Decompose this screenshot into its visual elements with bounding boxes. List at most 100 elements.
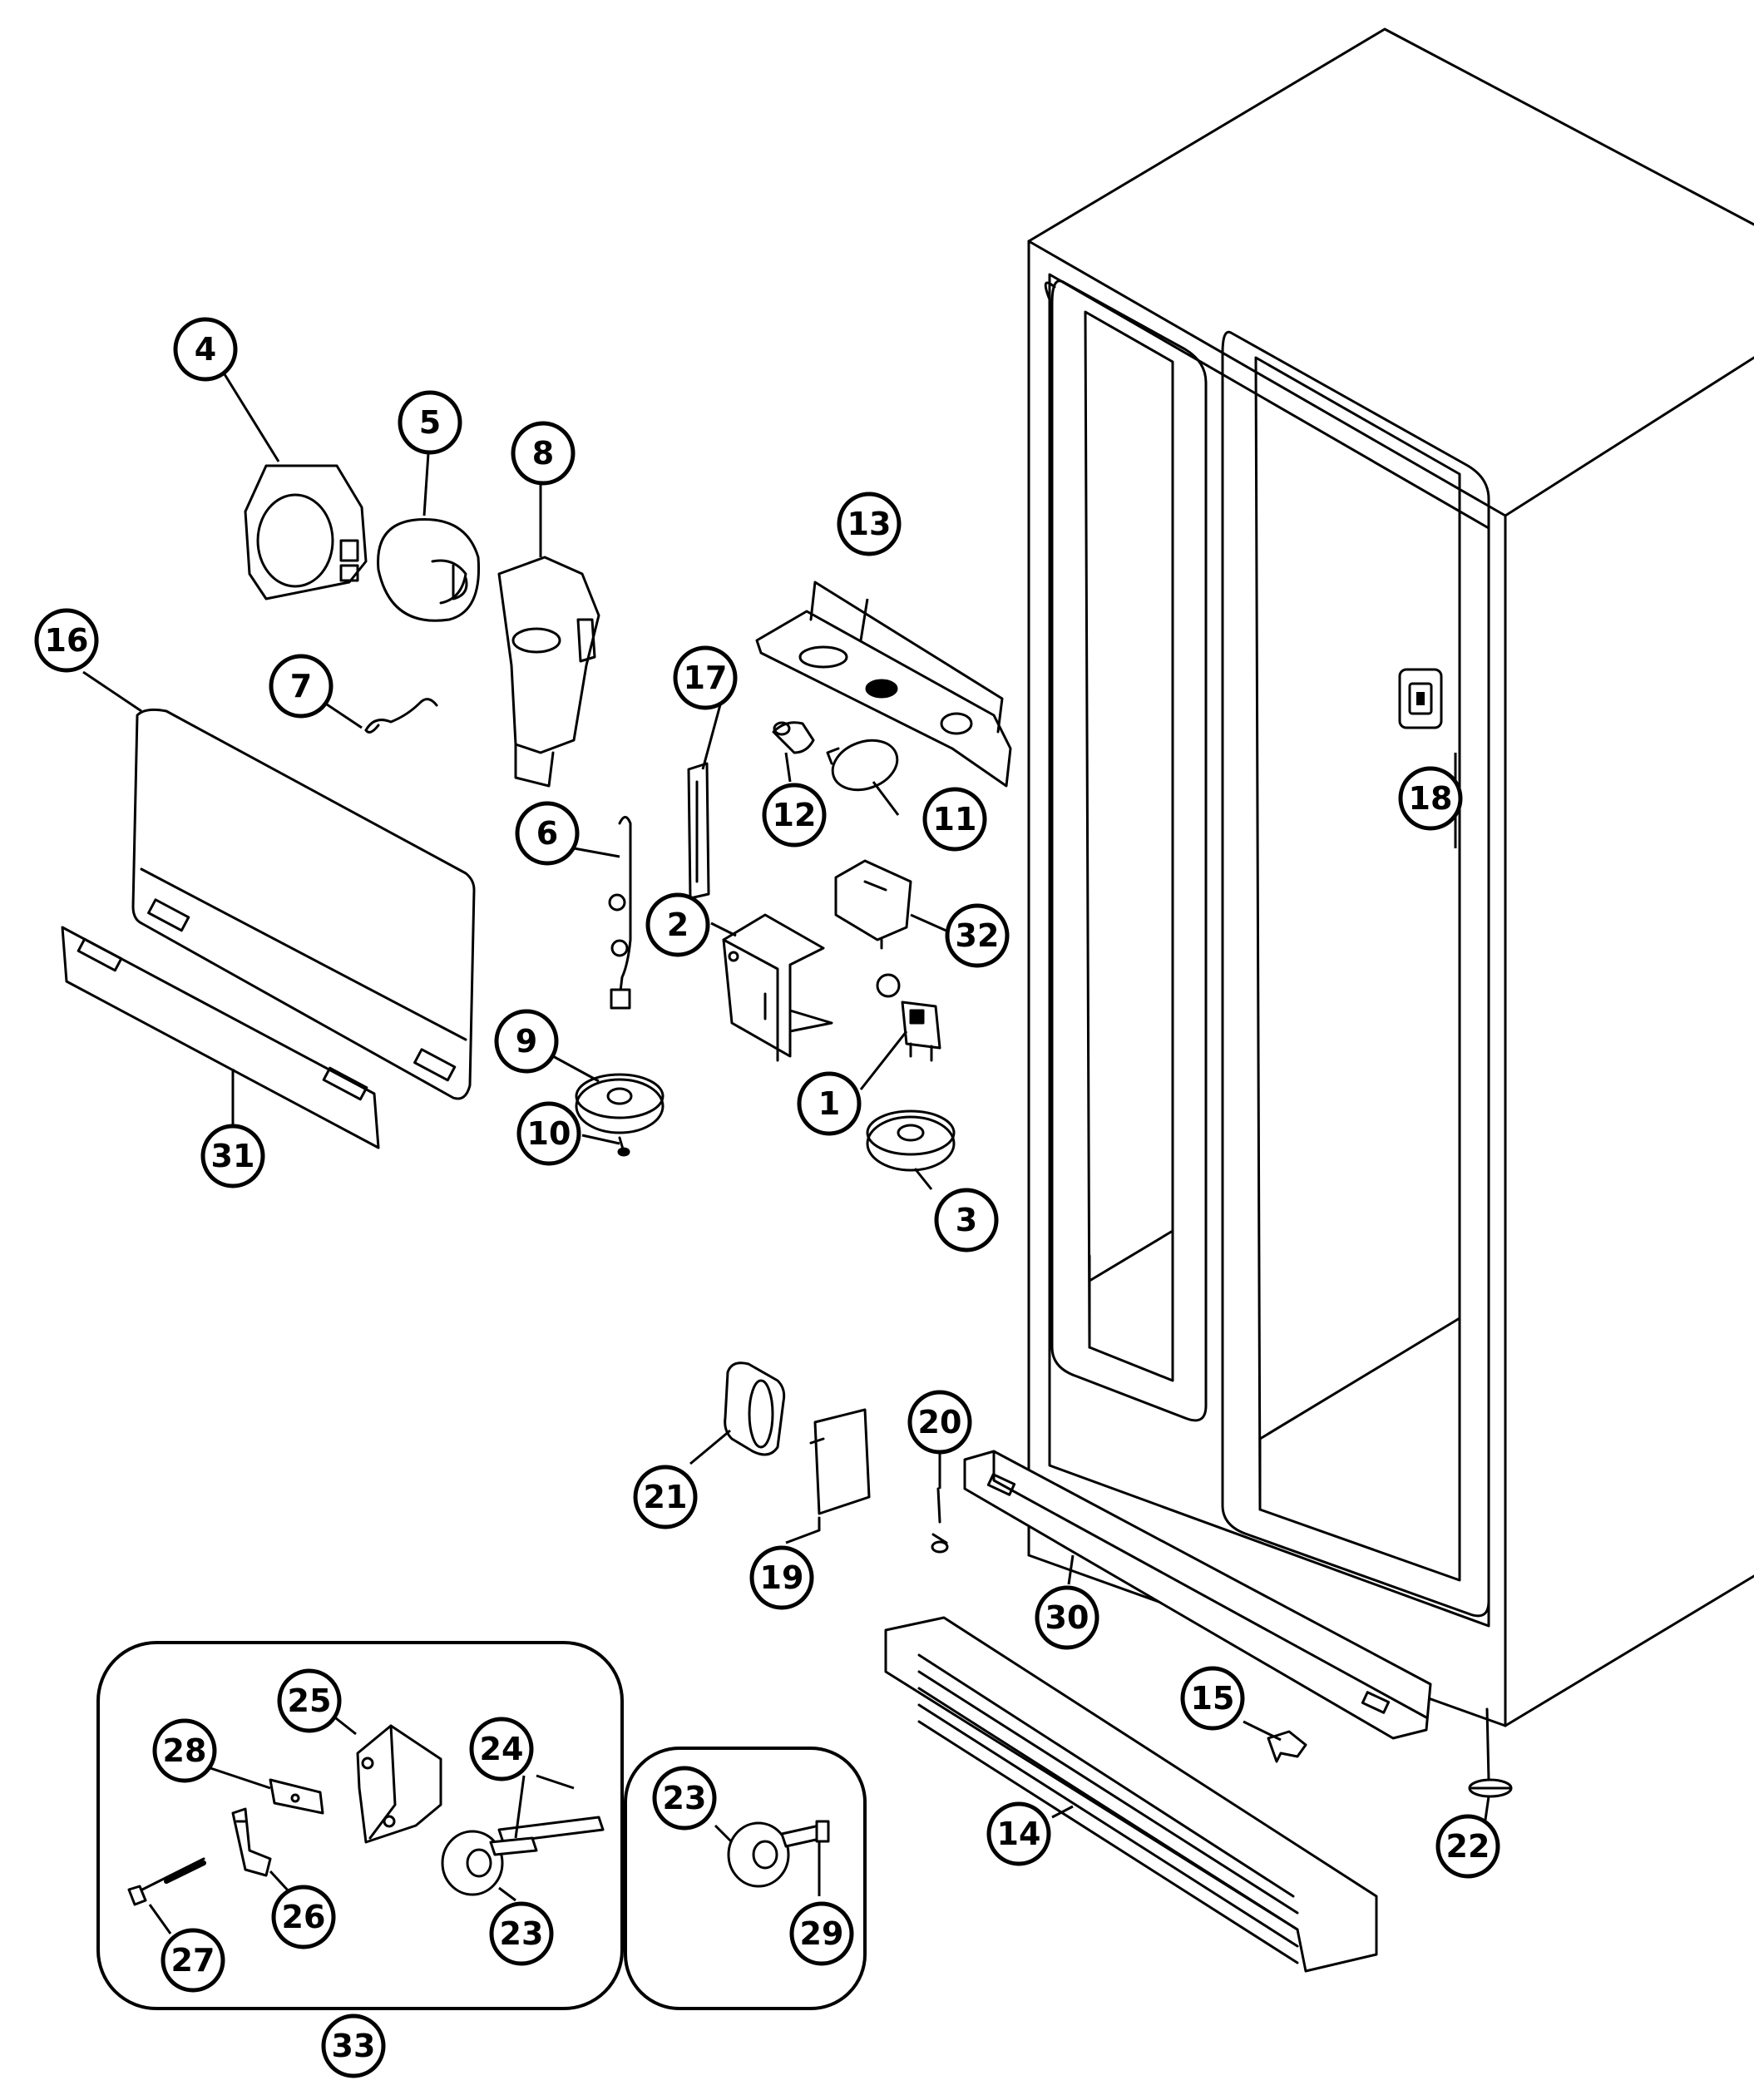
callout-30: 30 [1035, 1585, 1099, 1650]
callout-22: 22 [1435, 1814, 1500, 1879]
svg-text:33: 33 [332, 2028, 376, 2064]
callout-25: 25 [277, 1668, 342, 1733]
part-19-plate [809, 1408, 871, 1532]
svg-text:17: 17 [684, 660, 728, 696]
callout-13: 13 [837, 492, 902, 556]
svg-text:27: 27 [171, 1942, 215, 1979]
callout-7: 7 [269, 654, 334, 719]
part-9-wheel [575, 1073, 665, 1134]
callout-20: 20 [907, 1390, 972, 1455]
svg-text:23: 23 [663, 1780, 707, 1816]
part-11-bulb [826, 739, 899, 792]
callout-6: 6 [515, 801, 580, 866]
svg-text:12: 12 [773, 797, 817, 833]
part-12-socket [772, 721, 815, 754]
part-3-wheel [866, 1109, 956, 1172]
callout-21: 21 [633, 1465, 698, 1529]
part-20-screw [931, 1487, 949, 1554]
callout-23-kit33: 23 [489, 1901, 554, 1966]
part-23-roller-right [727, 1821, 790, 1888]
part-27-bolt [127, 1857, 206, 1906]
svg-text:29: 29 [800, 1915, 844, 1952]
svg-text:16: 16 [45, 622, 89, 659]
callout-1: 1 [797, 1071, 862, 1136]
svg-text:19: 19 [760, 1559, 804, 1596]
kit-33-enclosure [96, 1641, 624, 2010]
svg-text:28: 28 [163, 1732, 207, 1769]
part-21-duct [724, 1361, 786, 1456]
svg-text:13: 13 [847, 506, 892, 542]
svg-text:7: 7 [290, 668, 312, 704]
part-28-plate [269, 1778, 324, 1815]
part-7-clip [364, 698, 438, 734]
callout-12: 12 [762, 783, 827, 847]
svg-text:30: 30 [1045, 1599, 1089, 1636]
svg-text:6: 6 [536, 815, 558, 852]
callout-28: 28 [152, 1718, 217, 1783]
part-4-housing [244, 464, 368, 600]
part-6-harness [608, 816, 632, 1010]
callout-27: 27 [161, 1928, 225, 1993]
part-24-axles [489, 1816, 605, 1856]
svg-text:9: 9 [516, 1023, 537, 1060]
callout-3: 3 [934, 1188, 999, 1253]
callout-15: 15 [1180, 1666, 1245, 1731]
callout-24: 24 [469, 1717, 534, 1781]
callout-10: 10 [516, 1101, 581, 1166]
callout-16: 16 [34, 608, 99, 673]
part-16-panel [131, 708, 476, 1100]
part-22-leveling-leg [1468, 1707, 1513, 1798]
svg-text:24: 24 [480, 1731, 524, 1767]
svg-text:21: 21 [644, 1479, 688, 1515]
part-14-grille [884, 1616, 1378, 1973]
refrigerator-cabinet [1027, 27, 1754, 1727]
svg-text:20: 20 [918, 1404, 962, 1440]
svg-text:23: 23 [500, 1915, 544, 1952]
callout-14: 14 [986, 1801, 1051, 1866]
svg-text:32: 32 [956, 917, 1000, 954]
part-8-assembly [497, 556, 600, 788]
callout-19: 19 [749, 1545, 814, 1610]
part-26-mount [231, 1807, 272, 1877]
svg-text:25: 25 [288, 1682, 332, 1719]
callout-32: 32 [945, 903, 1010, 968]
part-30-rail [963, 1450, 1432, 1740]
door-switch-part [1398, 668, 1443, 729]
svg-text:14: 14 [997, 1816, 1041, 1852]
callout-8: 8 [511, 421, 576, 486]
svg-text:5: 5 [419, 404, 441, 441]
part-1-switch [876, 973, 941, 1062]
svg-text:4: 4 [195, 331, 216, 368]
callout-23-right: 23 [652, 1766, 717, 1831]
svg-text:8: 8 [532, 435, 554, 472]
svg-text:31: 31 [211, 1138, 255, 1174]
svg-text:15: 15 [1191, 1680, 1235, 1717]
svg-text:3: 3 [956, 1202, 977, 1238]
svg-text:2: 2 [667, 907, 689, 943]
svg-text:1: 1 [818, 1085, 840, 1122]
svg-text:11: 11 [933, 801, 977, 838]
callout-4: 4 [173, 317, 238, 382]
callout-11: 11 [922, 787, 987, 852]
callout-2: 2 [645, 892, 710, 957]
part-29-axle [780, 1820, 830, 1848]
svg-text:26: 26 [282, 1899, 326, 1935]
callouts: 1 2 3 4 5 6 7 8 9 10 11 12 13 14 15 16 1… [34, 317, 1500, 2078]
part-23-roller-kit33 [441, 1830, 504, 1896]
part-31-strip [61, 926, 380, 1149]
callout-26: 26 [271, 1885, 336, 1949]
callout-18: 18 [1398, 766, 1463, 831]
part-32-relay [834, 859, 912, 950]
callout-31: 31 [200, 1124, 265, 1188]
kit-right-enclosure [624, 1747, 867, 2010]
part-17-bracket [687, 762, 710, 900]
svg-text:10: 10 [527, 1115, 571, 1152]
part-5-cover [377, 518, 481, 622]
callout-5: 5 [398, 390, 462, 455]
leader-lines [82, 373, 1490, 1934]
callout-29: 29 [789, 1901, 854, 1966]
part-13-light-shield [755, 581, 1012, 788]
svg-text:22: 22 [1446, 1828, 1490, 1865]
